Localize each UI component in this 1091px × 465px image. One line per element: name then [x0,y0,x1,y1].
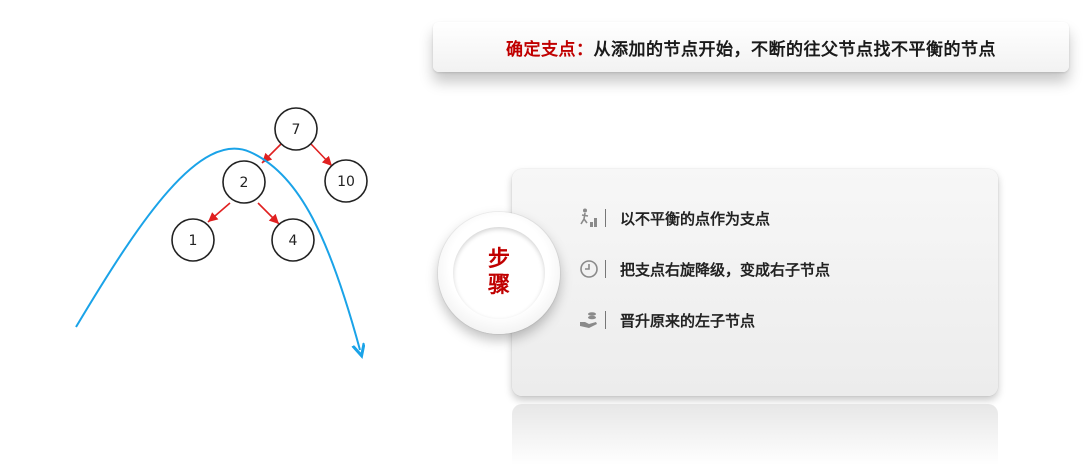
tree-node-1: 1 [171,218,215,262]
node-label: 10 [337,174,355,190]
rotation-curve [75,147,360,350]
stairs-climb-icon [578,207,600,229]
step-item-1: 以不平衡的点作为支点 [578,206,770,230]
separator [605,311,606,329]
steps-badge: 步 骤 [438,212,560,334]
tree-node-4: 4 [271,218,315,262]
steps-card [512,169,998,396]
card-reflection [512,404,998,465]
step-label: 把支点右旋降级，变成右子节点 [620,260,831,279]
step-item-2: 把支点右旋降级，变成右子节点 [578,257,830,281]
separator [605,209,606,227]
edge-7-10 [310,143,333,167]
tree-node-2: 2 [222,160,266,204]
clock-icon [578,258,600,280]
edge-2-4 [257,202,280,225]
node-label: 7 [292,122,301,138]
banner-text: 从添加的节点开始，不断的往父节点找不平衡的节点 [593,39,996,60]
tree-node-10: 10 [324,159,368,203]
badge-char-1: 步 [487,247,510,272]
hand-coins-icon [578,309,600,331]
badge-char-2: 骤 [487,273,510,298]
separator [605,260,606,278]
step-label: 以不平衡的点作为支点 [620,209,771,228]
tree-node-7: 7 [274,107,318,151]
node-label: 2 [240,175,249,191]
banner-highlight: 确定支点： [506,39,594,60]
node-label: 1 [189,233,198,249]
steps-badge-inner: 步 骤 [453,227,545,319]
step-label: 晋升原来的左子节点 [620,311,756,330]
binary-tree-diagram: 7 2 10 1 4 [75,107,368,465]
edge-2-1 [207,202,231,223]
node-label: 4 [289,233,298,249]
step-item-3: 晋升原来的左子节点 [578,308,755,332]
title-banner: 确定支点： 从添加的节点开始，不断的往父节点找不平衡的节点 [433,22,1069,72]
